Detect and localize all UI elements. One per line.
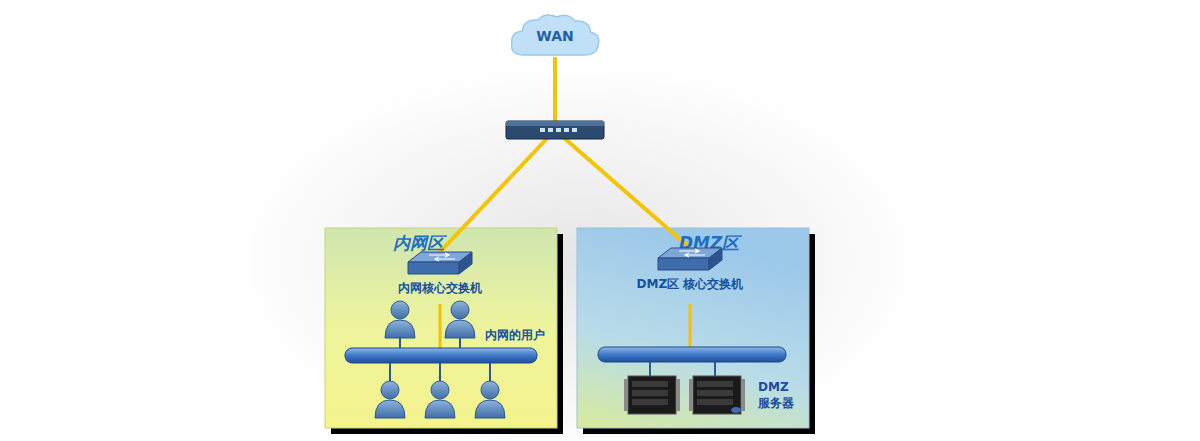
switch-node: 内网核心交换机 xyxy=(394,250,486,297)
switch-icon xyxy=(657,246,723,272)
switch-label: DMZ区 核心交换机 xyxy=(633,276,748,293)
users-label: 内网的用户 xyxy=(485,327,545,344)
switch-icon xyxy=(407,250,473,276)
switch-label: 内网核心交换机 xyxy=(394,280,486,297)
switch-node: DMZ区 核心交换机 xyxy=(633,246,748,293)
cloud-label: WAN xyxy=(507,11,603,61)
network-link xyxy=(555,57,690,248)
wan-cloud: WAN xyxy=(507,11,603,61)
network-link xyxy=(440,57,555,252)
server-label: DMZ 服务器 xyxy=(758,380,798,411)
